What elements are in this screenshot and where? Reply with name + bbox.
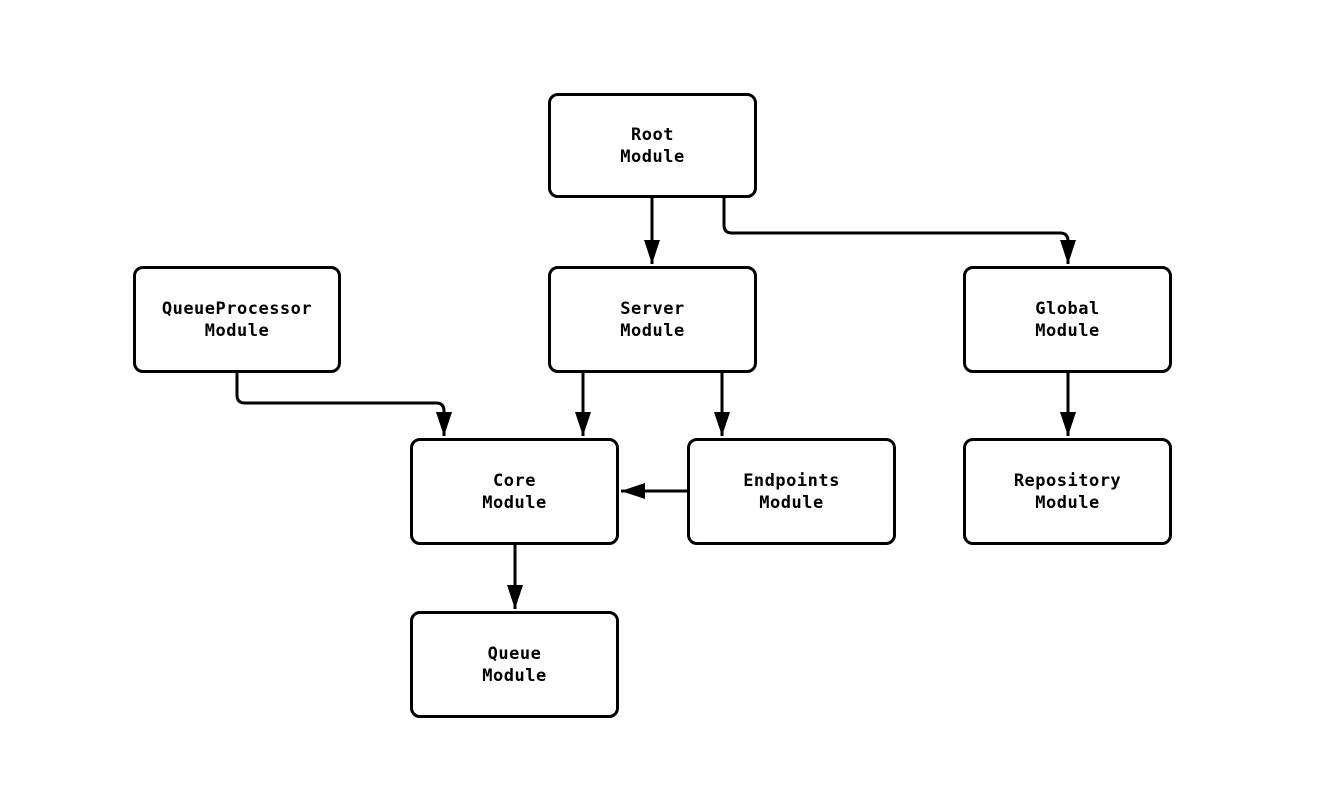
node-core-module: Core Module [410, 438, 619, 545]
node-label: Root Module [620, 124, 685, 167]
edges [235, 198, 1076, 609]
node-label: Global Module [1035, 298, 1100, 341]
node-server-module: Server Module [548, 266, 757, 373]
node-label: Endpoints Module [743, 470, 840, 513]
edge-root-module-to-global-module [722, 198, 1076, 264]
node-label: Server Module [620, 298, 685, 341]
node-queueprocessor-module: QueueProcessor Module [133, 266, 341, 373]
node-global-module: Global Module [963, 266, 1172, 373]
edge-queueprocessor-module-to-core-module [235, 373, 452, 436]
node-repository-module: Repository Module [963, 438, 1172, 545]
node-root-module: Root Module [548, 93, 757, 198]
node-label: Repository Module [1013, 470, 1122, 513]
node-label: Queue Module [482, 643, 547, 686]
node-endpoints-module: Endpoints Module [687, 438, 896, 545]
node-label: Core Module [482, 470, 547, 513]
node-label: QueueProcessor Module [161, 298, 313, 341]
node-queue-module: Queue Module [410, 611, 619, 718]
